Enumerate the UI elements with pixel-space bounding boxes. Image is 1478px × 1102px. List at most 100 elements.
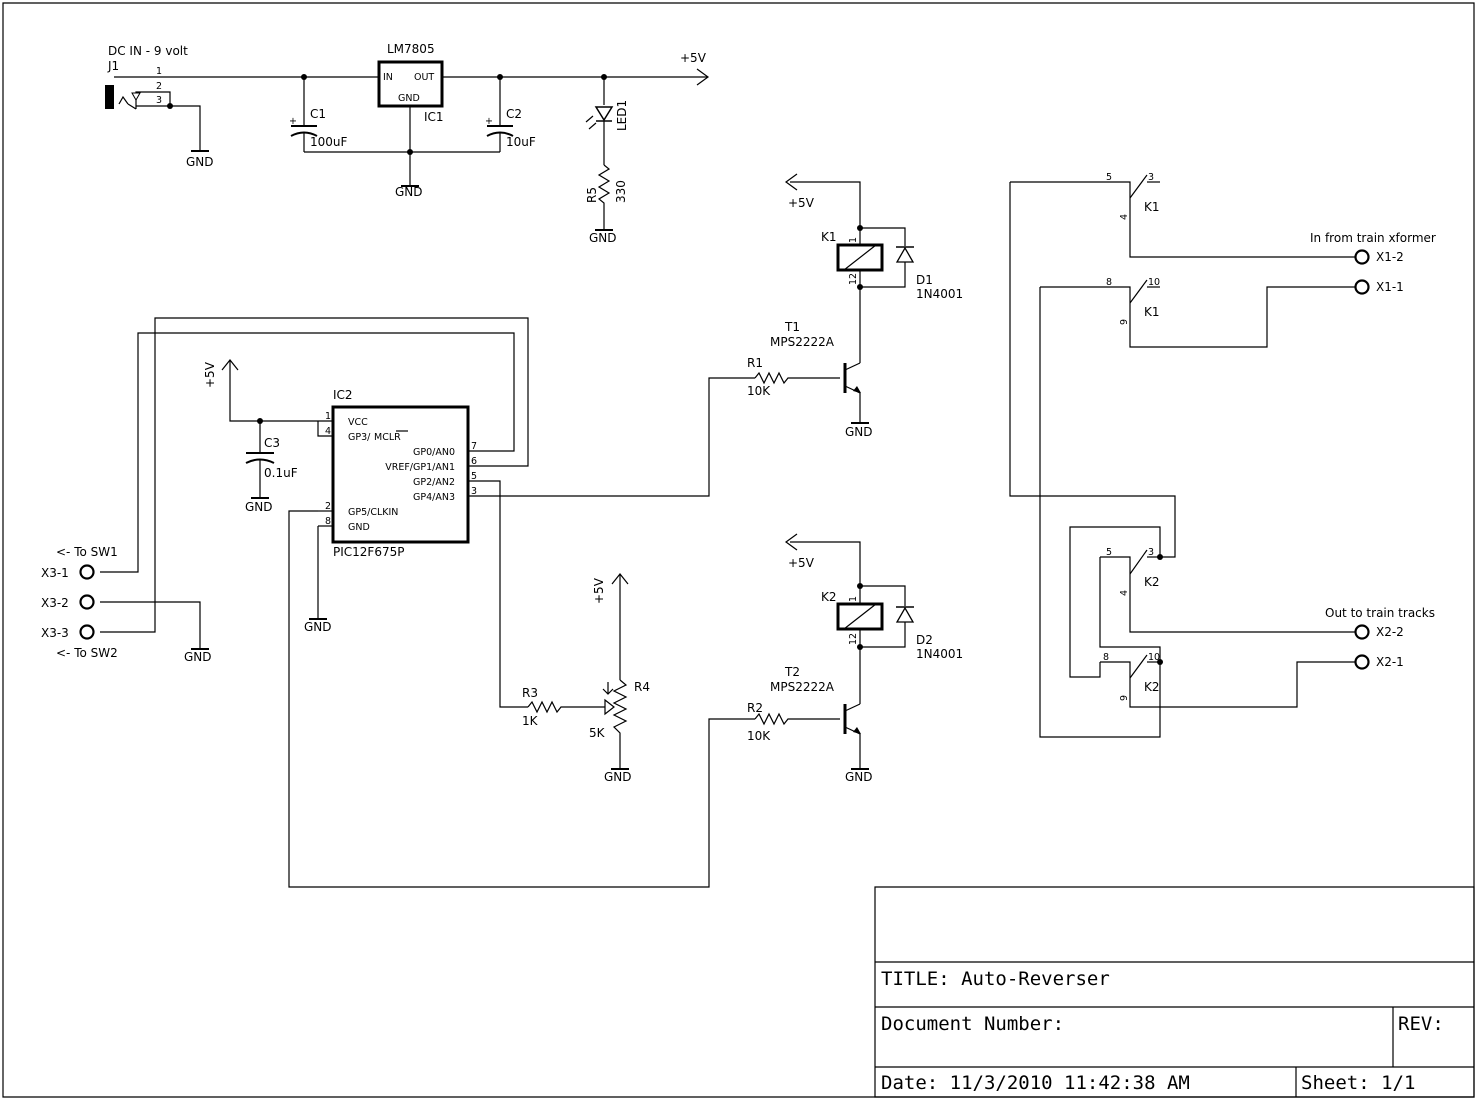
gnd-label: GND xyxy=(245,500,273,514)
r2-value-label: 10K xyxy=(747,729,771,743)
x2-1-terminal[interactable] xyxy=(1356,656,1369,669)
k1b-pin9-label: 9 xyxy=(1119,319,1130,325)
gnd-label: GND xyxy=(304,620,332,634)
plus5v-label: +5V xyxy=(788,196,815,210)
k1a-pin4-label: 4 xyxy=(1119,214,1130,220)
ic2-gp5-label: GP5/CLKIN xyxy=(348,507,398,518)
led1-label: LED1 xyxy=(615,100,629,131)
r4-pot-symbol xyxy=(614,680,626,768)
x2-2-terminal[interactable] xyxy=(1356,626,1369,639)
to-sw2-label: <- To SW2 xyxy=(56,646,118,660)
labels: DC IN - 9 volt J1 1 2 3 GND LM7805 IN OU… xyxy=(41,42,1436,784)
x3-3-label: X3-3 xyxy=(41,626,69,640)
ic2-mclr-label: MCLR xyxy=(374,432,401,443)
k2b-pin10-label: 10 xyxy=(1148,652,1160,663)
ic2-gp4-label: GP4/AN3 xyxy=(413,492,455,503)
j1-pin3-label: 3 xyxy=(156,95,162,106)
ic2-pin8-label: 8 xyxy=(325,516,331,527)
to-sw1-label: <- To SW1 xyxy=(56,545,118,559)
j1-jack-symbol xyxy=(105,85,114,109)
x1-2-terminal[interactable] xyxy=(1356,251,1369,264)
x3-1-label: X3-1 xyxy=(41,566,69,580)
ic1-in-label: IN xyxy=(383,72,393,83)
r1-value-label: 10K xyxy=(747,384,771,398)
k1-coil-pin12-label: 12 xyxy=(848,273,859,285)
document-number-text: Document Number: xyxy=(881,1013,1064,1035)
r1-resistor-symbol xyxy=(755,373,840,383)
x2-1-label: X2-1 xyxy=(1376,655,1404,669)
plus5v-label: +5V xyxy=(680,51,707,65)
j1-pin1-label: 1 xyxy=(156,66,162,77)
led1-diode-symbol xyxy=(594,106,614,122)
j1-label: J1 xyxy=(107,59,119,73)
k1b-label: K1 xyxy=(1144,305,1160,319)
c2-polarity-label: + xyxy=(485,116,493,127)
x1-1-terminal[interactable] xyxy=(1356,281,1369,294)
gnd-label: GND xyxy=(845,425,873,439)
plus5v-arrow-icon xyxy=(786,174,797,190)
r2-resistor-symbol xyxy=(755,714,840,724)
x3-1-terminal[interactable] xyxy=(81,566,94,579)
c1-value-label: 100uF xyxy=(310,135,348,149)
ic2-gp0-label: GP0/AN0 xyxy=(413,447,455,458)
k2b-pin8-label: 8 xyxy=(1103,652,1109,663)
pic-section xyxy=(81,318,756,887)
x3-2-terminal[interactable] xyxy=(81,596,94,609)
ic1-gnd-label: GND xyxy=(398,93,420,104)
r2-label: R2 xyxy=(747,701,763,715)
out-to-tracks-label: Out to train tracks xyxy=(1325,606,1435,620)
ic2-pin6-label: 6 xyxy=(471,456,477,467)
ic2-gp2-label: GP2/AN2 xyxy=(413,477,455,488)
k2a-pin3-label: 3 xyxy=(1148,547,1154,558)
ic2-gp3-label: GP3/ xyxy=(348,432,371,443)
c3-label: C3 xyxy=(264,436,280,450)
in-from-xformer-label: In from train xformer xyxy=(1310,231,1436,245)
ic2-label: IC2 xyxy=(333,388,353,402)
gnd-label: GND xyxy=(395,185,423,199)
k2-coil-pin1-label: 1 xyxy=(848,596,859,602)
d2-diode-symbol xyxy=(895,606,915,623)
r3-resistor-symbol xyxy=(528,702,605,712)
plus5v-label: +5V xyxy=(788,556,815,570)
ic2-pin2-label: 2 xyxy=(325,501,331,512)
r1-label: R1 xyxy=(747,356,763,370)
k1a-label: K1 xyxy=(1144,200,1160,214)
c2-value-label: 10uF xyxy=(506,135,536,149)
ic2-pin3-label: 3 xyxy=(471,486,477,497)
sheet-border xyxy=(3,3,1474,1097)
d1-diode-symbol xyxy=(895,246,915,263)
d2-part-label: 1N4001 xyxy=(916,647,963,661)
relay-driver-k1 xyxy=(755,174,915,424)
lm7805-label: LM7805 xyxy=(387,42,435,56)
c1-label: C1 xyxy=(310,107,326,121)
title-text: TITLE: Auto-Reverser xyxy=(881,968,1110,990)
x3-2-label: X3-2 xyxy=(41,596,69,610)
c3-value-label: 0.1uF xyxy=(264,466,298,480)
plus5v-arrow-icon xyxy=(786,534,797,550)
r3-label: R3 xyxy=(522,686,538,700)
ic1-out-label: OUT xyxy=(414,72,434,83)
k2a-pin4-label: 4 xyxy=(1119,590,1130,596)
x1-2-label: X1-2 xyxy=(1376,250,1404,264)
k1b-pin8-label: 8 xyxy=(1106,277,1112,288)
r5-value-label: 330 xyxy=(614,180,628,203)
d1-label: D1 xyxy=(916,273,933,287)
relay-driver-k2 xyxy=(755,534,915,770)
power-supply-section xyxy=(105,62,708,231)
k1b-pin10-label: 10 xyxy=(1148,277,1160,288)
k2b-pin9-label: 9 xyxy=(1119,695,1130,701)
j1-arrow-icon xyxy=(131,92,141,102)
gnd-label: GND xyxy=(184,650,212,664)
ic1-label: IC1 xyxy=(424,110,444,124)
gnd-label: GND xyxy=(186,155,214,169)
gnd-label: GND xyxy=(589,231,617,245)
x3-3-terminal[interactable] xyxy=(81,626,94,639)
plus5v-arrow-icon xyxy=(612,574,628,584)
date-text: Date: 11/3/2010 11:42:38 AM xyxy=(881,1072,1190,1094)
k2a-label: K2 xyxy=(1144,575,1160,589)
ic2-pin5-label: 5 xyxy=(471,471,477,482)
plus5v-arrow-icon xyxy=(697,69,708,85)
plus5v-label: +5V xyxy=(203,361,217,388)
r4-label: R4 xyxy=(634,680,650,694)
revision-text: REV: xyxy=(1398,1013,1444,1035)
